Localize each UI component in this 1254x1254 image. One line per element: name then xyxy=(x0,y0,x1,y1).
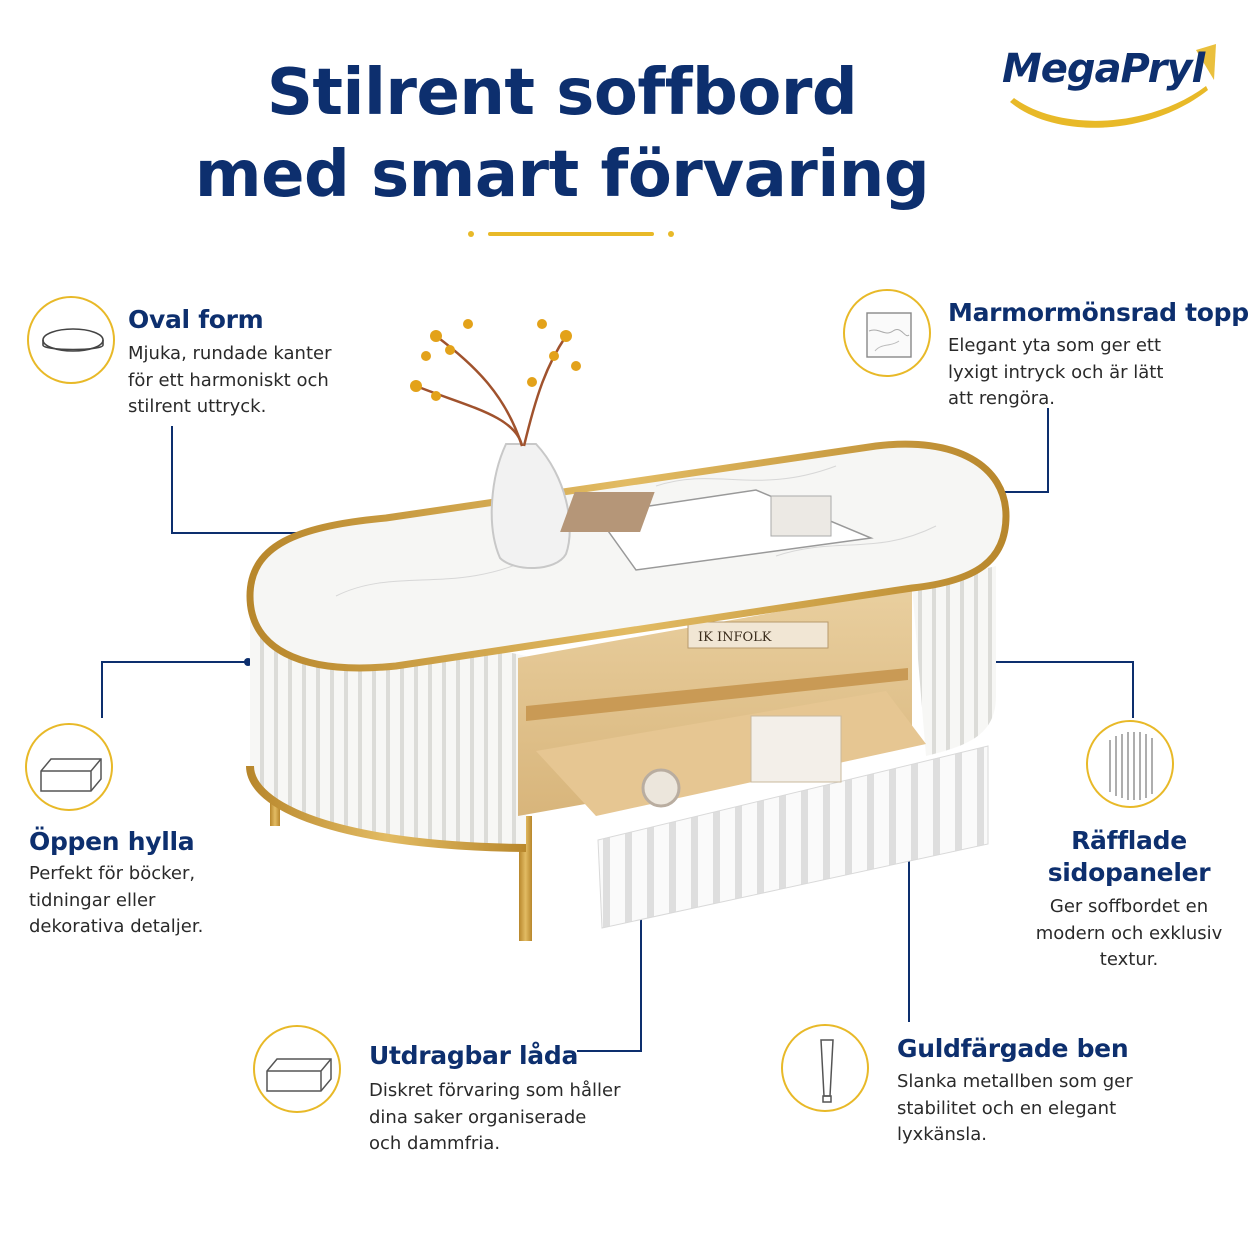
oval-icon xyxy=(42,328,104,352)
feature-marble-title: Marmormönsrad topp xyxy=(948,298,1249,327)
feature-shelf-title: Öppen hylla xyxy=(29,827,195,856)
coffee-table-image: IK INFOLK xyxy=(246,319,1010,941)
feature-drawer-desc: Diskret förvaring som håller dina saker … xyxy=(369,1078,620,1158)
desc-line: Elegant yta som ger ett xyxy=(948,335,1162,356)
title-line: sidopaneler xyxy=(1047,858,1211,887)
desc-line: lyxkänsla. xyxy=(897,1124,987,1145)
title-divider xyxy=(468,231,674,237)
fluted-panel-icon-badge xyxy=(1086,720,1174,808)
open-shelf-icon-badge xyxy=(25,723,113,811)
desc-line: lyxigt intryck och är lätt xyxy=(948,361,1164,383)
gold-legs-icon-badge xyxy=(781,1024,869,1112)
desc-line: Slanka metallben som ger xyxy=(897,1071,1133,1092)
leg-icon xyxy=(820,1039,834,1103)
drawer-icon-badge xyxy=(253,1025,341,1113)
feature-drawer-title: Utdragbar låda xyxy=(369,1041,579,1070)
feature-legs-title: Guldfärgade ben xyxy=(897,1034,1129,1063)
desc-line: dekorativa detaljer. xyxy=(29,916,204,937)
desc-line: Ger soffbordet en xyxy=(1049,896,1209,917)
desc-line: Perfekt för böcker, xyxy=(29,863,196,884)
brand-logo xyxy=(1010,44,1216,128)
desc-line: och dammfria. xyxy=(369,1133,501,1154)
feature-legs-desc: Slanka metallben som ger stabilitet och … xyxy=(897,1069,1133,1149)
desc-line: att rengöra. xyxy=(948,388,1055,409)
marble-icon xyxy=(866,312,912,358)
desc-line: textur. xyxy=(1099,949,1159,970)
desc-line: Mjuka, rundade kanter xyxy=(128,343,332,364)
desc-line: Diskret förvaring som håller xyxy=(369,1080,621,1101)
page-title: Stilrent soffbord med smart förvaring xyxy=(0,52,1124,216)
desc-line: dina saker organiserade xyxy=(369,1106,587,1128)
book-spine-label: IK INFOLK xyxy=(698,630,772,645)
desc-line: tidningar eller xyxy=(29,889,156,911)
feature-oval-desc: Mjuka, rundade kanter för ett harmoniskt… xyxy=(128,341,332,421)
desc-line: stabilitet och en elegant xyxy=(897,1097,1117,1119)
desc-line: för ett harmoniskt och xyxy=(128,369,329,391)
desc-line: stilrent uttryck. xyxy=(128,396,267,417)
title-line: Räfflade xyxy=(1071,826,1187,855)
desc-line: modern och exklusiv xyxy=(1035,922,1223,944)
feature-fluted-desc: Ger soffbordet en modern och exklusiv te… xyxy=(1010,894,1248,974)
marble-top-icon-badge xyxy=(843,289,931,377)
open-box-icon xyxy=(40,758,102,792)
fluted-panel-icon xyxy=(1109,732,1153,800)
feature-marble-desc: Elegant yta som ger ett lyxigt intryck o… xyxy=(948,333,1163,413)
feature-oval-title: Oval form xyxy=(128,305,264,334)
oval-form-icon-badge xyxy=(27,296,115,384)
feature-fluted-title: Räfflade sidopaneler xyxy=(1010,825,1248,889)
title-line-2: med smart förvaring xyxy=(194,138,930,212)
title-line-1: Stilrent soffbord xyxy=(266,56,858,130)
feature-shelf-desc: Perfekt för böcker, tidningar eller deko… xyxy=(29,861,203,941)
drawer-icon xyxy=(266,1058,332,1092)
brand-logo-text: MegaPryl xyxy=(1002,46,1205,92)
